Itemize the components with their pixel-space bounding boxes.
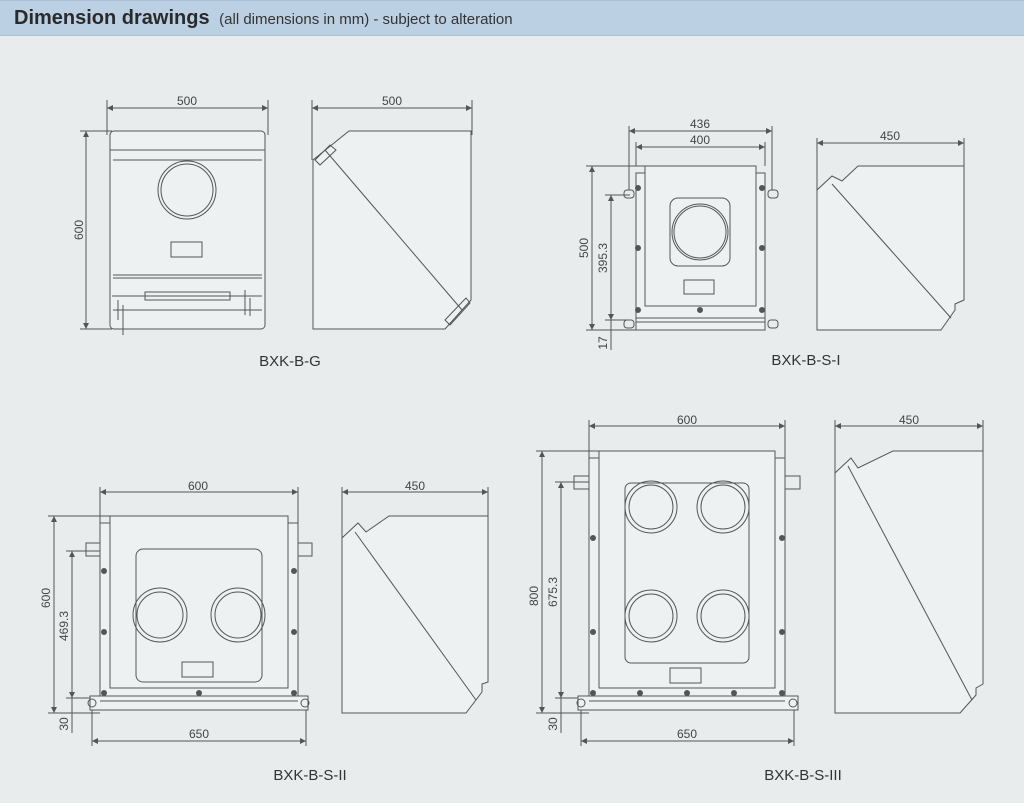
- dim-bottom-offset: 30: [546, 717, 560, 731]
- header-title: Dimension drawings (all dimensions in mm…: [14, 7, 513, 30]
- dim-height: 800: [527, 586, 541, 606]
- dim-outer-width: 436: [690, 117, 710, 131]
- drawing-bxk-b-g: 500 600 500 BXK-B-G: [72, 94, 473, 370]
- model-label: BXK-B-S-II: [273, 767, 346, 784]
- dim-bottom-offset: 17: [596, 336, 610, 350]
- dim-width: 600: [188, 479, 208, 493]
- dim-height: 500: [577, 238, 591, 258]
- section-header: Dimension drawings (all dimensions in mm…: [0, 0, 1024, 36]
- model-label: BXK-B-S-III: [764, 767, 842, 784]
- dim-width: 600: [677, 413, 697, 427]
- dim-mount-height: 395.3: [596, 243, 610, 273]
- dim-base-width: 650: [677, 727, 697, 741]
- model-label: BXK-B-G: [259, 353, 321, 370]
- dim-width: 500: [177, 94, 197, 108]
- dim-side-depth: 500: [382, 94, 402, 108]
- model-label: BXK-B-S-I: [771, 352, 840, 369]
- drawing-bxk-b-s-ii: 600 600 469.3 30 650 450 BXK-B-S-II: [39, 479, 489, 784]
- dim-mount-height: 675.3: [546, 577, 560, 607]
- dim-base-width: 650: [189, 727, 209, 741]
- drawing-bxk-b-s-i: 436 400 500 395.3 17 450 BXK-B-S-I: [577, 117, 965, 369]
- dim-inner-width: 400: [690, 133, 710, 147]
- drawing-bxk-b-s-iii: 600 800 675.3 30 650 450: [527, 413, 984, 784]
- header-subtitle: (all dimensions in mm) - subject to alte…: [219, 11, 513, 28]
- header-title-text: Dimension drawings: [14, 7, 210, 29]
- dim-height: 600: [39, 588, 53, 608]
- dim-side-depth: 450: [899, 413, 919, 427]
- dim-height: 600: [72, 220, 86, 240]
- dim-side-depth: 450: [405, 479, 425, 493]
- dim-side-depth: 450: [880, 129, 900, 143]
- dim-bottom-offset: 30: [57, 717, 71, 731]
- dim-mount-height: 469.3: [57, 611, 71, 641]
